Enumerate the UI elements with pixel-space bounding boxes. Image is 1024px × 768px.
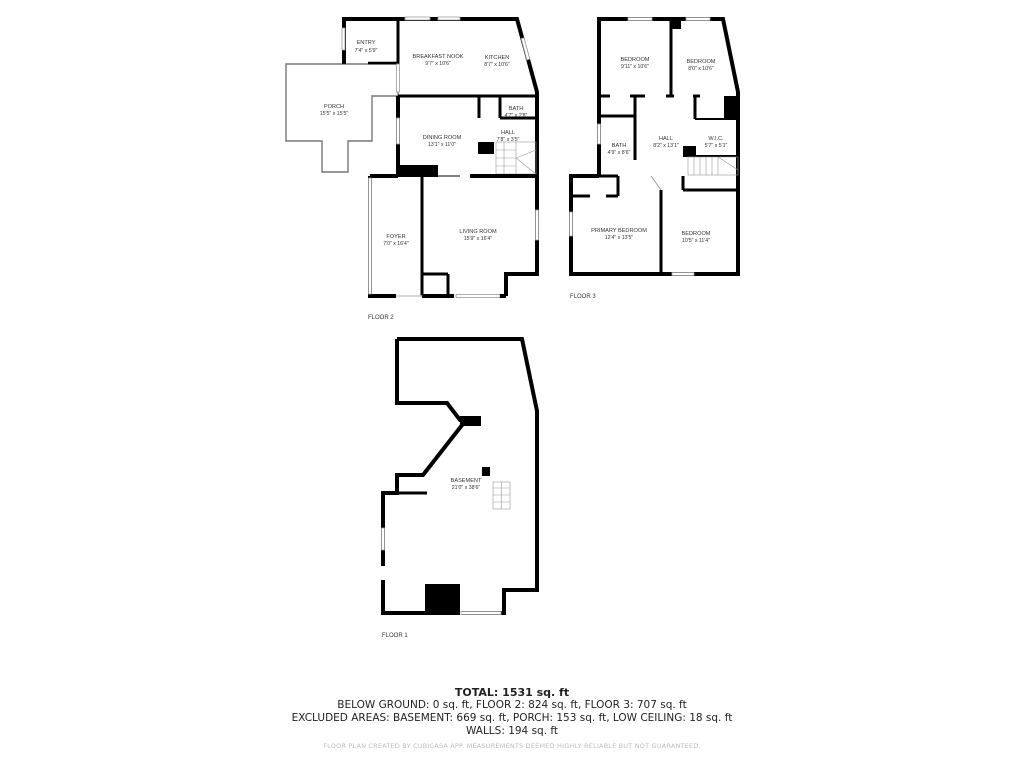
nook-window bbox=[437, 16, 461, 21]
room-dimensions: 12'4" x 13'5" bbox=[605, 235, 634, 241]
floor3-upper-walls bbox=[569, 17, 740, 276]
floor-2-plan: ENTRY 7'4" x 5'9" BREAKFAST NOOK 9'7" x … bbox=[285, 16, 539, 321]
walls-area: WALLS: 194 sq. ft bbox=[465, 725, 559, 737]
area-breakdown: BELOW GROUND: 0 sq. ft, FLOOR 2: 824 sq.… bbox=[337, 699, 687, 711]
area-summary: TOTAL: 1531 sq. ft BELOW GROUND: 0 sq. f… bbox=[0, 686, 1024, 738]
room-dimensions: 7'4" x 5'9" bbox=[355, 48, 378, 54]
stairs-basement bbox=[492, 481, 511, 510]
furnace-block bbox=[425, 584, 460, 614]
room-name: FOYER bbox=[386, 234, 405, 240]
room-dimensions: 5'7" x 5'1" bbox=[705, 143, 728, 149]
room-dimensions: 4'7" x 2'8" bbox=[505, 113, 528, 119]
room-name: PORCH bbox=[324, 104, 344, 110]
room-dimensions: 9'7" x 10'6" bbox=[425, 61, 451, 67]
stairs-floor3 bbox=[687, 156, 739, 176]
bedroom-window bbox=[685, 17, 711, 21]
fireplace-block bbox=[398, 165, 438, 177]
floor-1-plan: BASEMENT 21'0" x 38'6" FLOOR 1 bbox=[380, 337, 539, 639]
floor-label: FLOOR 1 bbox=[382, 633, 408, 639]
room-name: BEDROOM bbox=[687, 59, 716, 65]
room-name: BATH bbox=[612, 143, 627, 149]
room-dimensions: 7'8" x 3'5" bbox=[497, 137, 520, 143]
chimney-block bbox=[671, 19, 681, 29]
chimney-block bbox=[460, 416, 481, 426]
room-dimensions: 21'0" x 38'6" bbox=[452, 485, 481, 491]
room-dimensions: 9'11" x 10'6" bbox=[621, 64, 649, 70]
bedroom-window bbox=[671, 272, 695, 276]
foyer-window bbox=[368, 177, 372, 295]
entry-window bbox=[341, 27, 346, 51]
room-name: HALL bbox=[659, 136, 673, 142]
dining-window bbox=[396, 117, 400, 145]
room-name: DINING ROOM bbox=[423, 135, 462, 141]
kitchen-window bbox=[520, 37, 531, 61]
floor-label: FLOOR 2 bbox=[368, 315, 394, 321]
living-window bbox=[455, 294, 501, 298]
disclaimer: FLOOR PLAN CREATED BY CUBICASA APP. MEAS… bbox=[323, 742, 701, 750]
room-name: BATH bbox=[509, 106, 524, 112]
porch-outline bbox=[285, 63, 399, 173]
room-name: HALL bbox=[501, 130, 515, 136]
column-block bbox=[724, 96, 738, 118]
room-name: BREAKFAST NOOK bbox=[413, 54, 464, 60]
column-block bbox=[683, 146, 696, 156]
room-dimensions: 4'9" x 8'6" bbox=[608, 150, 631, 156]
room-name: PRIMARY BEDROOM bbox=[591, 228, 647, 234]
living-walls bbox=[504, 176, 539, 296]
room-dimensions: 15'5" x 15'5" bbox=[320, 111, 349, 117]
room-name: BEDROOM bbox=[621, 57, 650, 63]
floor-3-plan: BEDROOM 9'11" x 10'6" BEDROOM 8'0" x 10'… bbox=[569, 17, 740, 300]
room-name: KITCHEN bbox=[485, 55, 510, 61]
room-dimensions: 8'2" x 13'1" bbox=[653, 143, 679, 149]
stairs-floor2 bbox=[495, 141, 537, 175]
bath-window bbox=[597, 123, 601, 145]
room-dimensions: 10'5" x 11'4" bbox=[682, 238, 710, 244]
basement-window bbox=[381, 527, 385, 551]
room-name: BASEMENT bbox=[451, 478, 482, 484]
room-dimensions: 8'7" x 10'6" bbox=[484, 62, 510, 68]
basement-walls bbox=[381, 339, 471, 615]
primary-bedroom-window bbox=[569, 211, 573, 237]
bedroom-window bbox=[627, 17, 653, 21]
nook-window bbox=[404, 16, 431, 21]
room-dimensions: 8'0" x 10'6" bbox=[688, 66, 714, 72]
floor-label: FLOOR 3 bbox=[570, 294, 596, 300]
room-dimensions: 13'1" x 11'0" bbox=[428, 142, 456, 148]
room-name: W.I.C. bbox=[708, 136, 724, 142]
room-name: LIVING ROOM bbox=[459, 229, 497, 235]
room-dimensions: 7'0" x 16'4" bbox=[383, 241, 409, 247]
room-name: BEDROOM bbox=[682, 231, 711, 237]
column-block bbox=[478, 142, 494, 154]
nook-porch-door bbox=[396, 63, 400, 93]
total-area: TOTAL: 1531 sq. ft bbox=[454, 686, 570, 699]
column-block bbox=[482, 467, 490, 476]
living-east-window bbox=[535, 209, 539, 241]
room-dimensions: 15'9" x 16'4" bbox=[464, 236, 493, 242]
basement-window bbox=[460, 611, 502, 615]
excluded-areas: EXCLUDED AREAS: BASEMENT: 669 sq. ft, PO… bbox=[291, 712, 733, 724]
room-name: ENTRY bbox=[357, 40, 376, 46]
basement-walls bbox=[397, 337, 539, 615]
